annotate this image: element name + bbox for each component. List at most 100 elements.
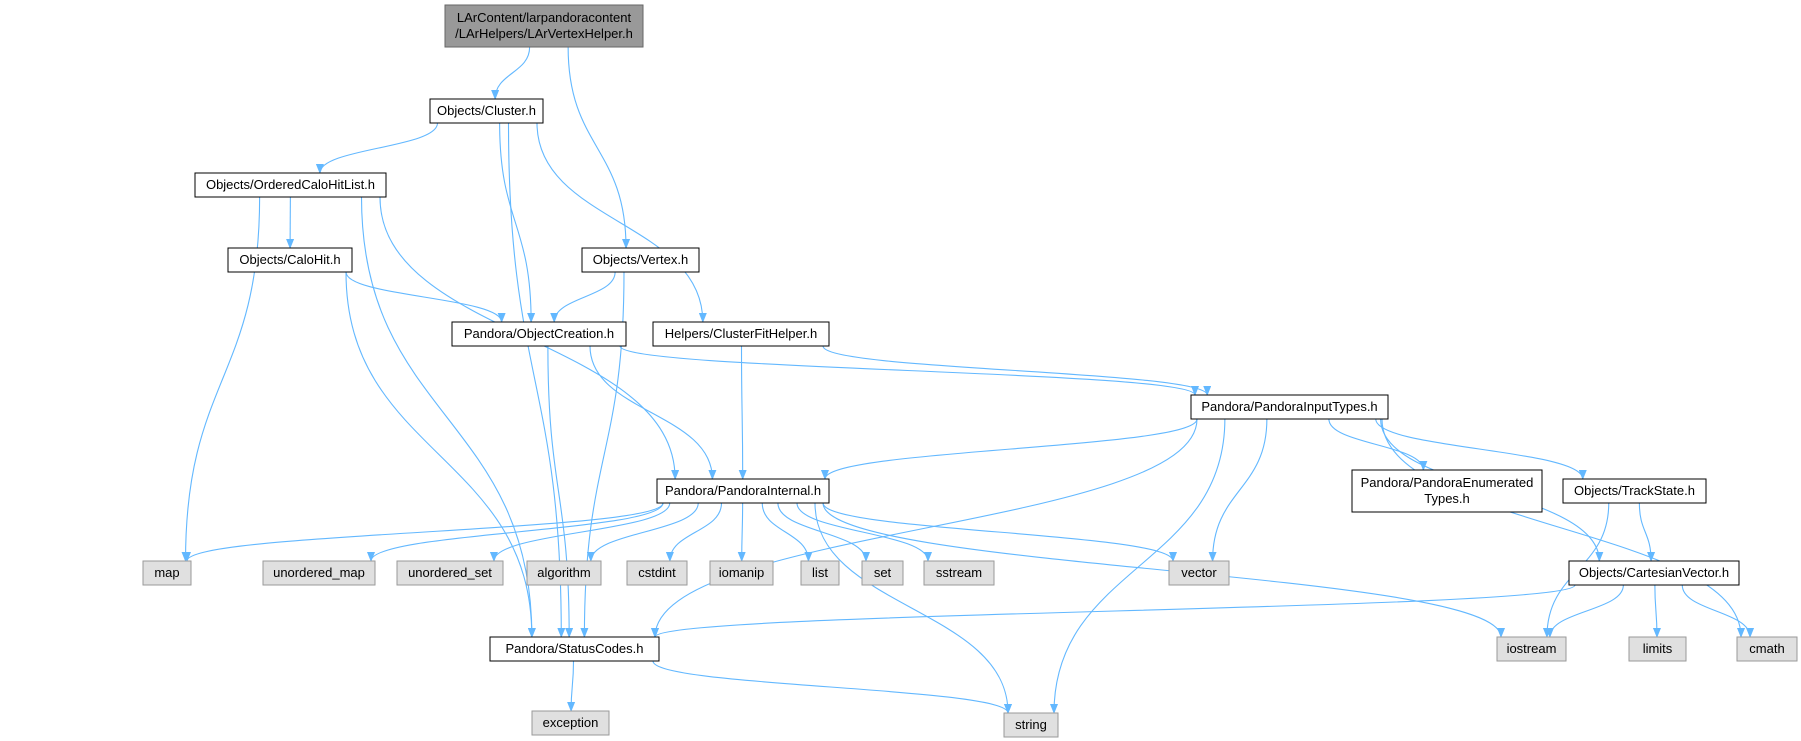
node-label-calohit: Objects/CaloHit.h [239, 252, 340, 267]
edge-cartesian-to-limits [1652, 584, 1661, 638]
edge-inputtypes-to-cmath [1381, 418, 1745, 638]
edge-status-to-string [652, 660, 1012, 714]
edge-internal-to-iomanip [737, 502, 746, 562]
edge-vertex-to-objcreate [550, 271, 616, 323]
node-box-root [444, 4, 644, 48]
node-label-trackstate: Objects/TrackState.h [1574, 483, 1695, 498]
node-box-limits [1628, 636, 1687, 662]
edge-inputtypes-to-internal [821, 418, 1198, 480]
node-label-enumerated: Pandora/PandoraEnumerated [1361, 475, 1534, 490]
node-box-ordered [194, 172, 387, 198]
edge-objcreate-to-status [547, 345, 574, 638]
node-status[interactable]: Pandora/StatusCodes.h [489, 636, 660, 662]
node-root[interactable]: LArContent/larpandoracontent/LArHelpers/… [444, 4, 644, 48]
edge-internal-to-set [777, 502, 870, 562]
node-uset: unordered_set [396, 560, 504, 586]
node-inputtypes[interactable]: Pandora/PandoraInputTypes.h [1190, 394, 1389, 420]
node-clusterfit[interactable]: Helpers/ClusterFitHelper.h [652, 321, 830, 347]
edge-cluster-to-ordered [315, 122, 439, 174]
node-map: map [142, 560, 192, 586]
node-calohit[interactable]: Objects/CaloHit.h [227, 247, 353, 273]
node-box-enumerated [1351, 469, 1543, 513]
edge-calohit-to-objcreate [345, 271, 506, 323]
node-box-inputtypes [1190, 394, 1389, 420]
node-box-algorithm [526, 560, 602, 586]
edge-trackstate-to-cartesian [1638, 502, 1656, 562]
node-box-internal [656, 478, 830, 504]
node-exception: exception [531, 710, 610, 736]
edge-cluster-to-clusterfit [536, 122, 707, 323]
node-iomanip: iomanip [709, 560, 774, 586]
node-label-enumerated: Types.h [1424, 491, 1470, 506]
edge-calohit-to-status [345, 271, 536, 638]
node-box-vector [1168, 560, 1230, 586]
node-sstream: sstream [923, 560, 995, 586]
node-ordered[interactable]: Objects/OrderedCaloHitList.h [194, 172, 387, 198]
edge-status-to-exception [567, 660, 576, 712]
node-label-objcreate: Pandora/ObjectCreation.h [464, 326, 614, 341]
edge-root-to-vertex [567, 46, 631, 249]
edge-internal-to-vector [822, 502, 1177, 562]
node-box-cstdint [626, 560, 688, 586]
node-set: set [861, 560, 904, 586]
node-label-root: /LArHelpers/LArVertexHelper.h [455, 26, 633, 41]
edge-inputtypes-to-status [651, 418, 1198, 638]
node-box-map [142, 560, 192, 586]
node-label-vector: vector [1181, 565, 1217, 580]
edge-inputtypes-to-string [1050, 418, 1226, 714]
node-box-uset [396, 560, 504, 586]
node-box-trackstate [1562, 478, 1707, 504]
node-label-ordered: Objects/OrderedCaloHitList.h [206, 177, 375, 192]
node-cmath: cmath [1736, 636, 1798, 662]
edge-root-to-cluster [491, 46, 531, 100]
node-internal[interactable]: Pandora/PandoraInternal.h [656, 478, 830, 504]
node-vertex[interactable]: Objects/Vertex.h [581, 247, 700, 273]
node-cartesian[interactable]: Objects/CartesianVector.h [1568, 560, 1740, 586]
edge-internal-to-cstdint [665, 502, 723, 562]
node-label-root: LArContent/larpandoracontent [457, 10, 632, 25]
node-label-internal: Pandora/PandoraInternal.h [665, 483, 821, 498]
node-box-iomanip [709, 560, 774, 586]
edge-internal-to-sstream [796, 502, 932, 562]
node-label-umap: unordered_map [273, 565, 365, 580]
node-trackstate[interactable]: Objects/TrackState.h [1562, 478, 1707, 504]
node-box-string [1003, 712, 1059, 738]
node-label-set: set [874, 565, 892, 580]
node-box-list [800, 560, 840, 586]
node-box-vertex [581, 247, 700, 273]
edge-clusterfit-to-internal [738, 345, 747, 480]
node-objcreate[interactable]: Pandora/ObjectCreation.h [451, 321, 627, 347]
node-umap: unordered_map [262, 560, 376, 586]
edge-objcreate-to-internal [589, 345, 717, 480]
edge-inputtypes-to-vector [1208, 418, 1268, 562]
node-box-status [489, 636, 660, 662]
node-box-calohit [227, 247, 353, 273]
node-label-vertex: Objects/Vertex.h [593, 252, 688, 267]
node-cluster[interactable]: Objects/Cluster.h [429, 98, 544, 124]
edge-internal-to-uset [490, 502, 671, 562]
node-box-iostream [1496, 636, 1567, 662]
edge-internal-to-algorithm [586, 502, 699, 562]
node-vector: vector [1168, 560, 1230, 586]
node-label-status: Pandora/StatusCodes.h [505, 641, 643, 656]
node-string: string [1003, 712, 1059, 738]
node-iostream: iostream [1496, 636, 1567, 662]
node-box-objcreate [451, 321, 627, 347]
node-list: list [800, 560, 840, 586]
node-label-iostream: iostream [1507, 641, 1557, 656]
node-box-exception [531, 710, 610, 736]
node-cstdint: cstdint [626, 560, 688, 586]
edge-internal-to-map [183, 502, 664, 562]
edge-cluster-to-objcreate [499, 122, 536, 323]
node-label-iomanip: iomanip [719, 565, 765, 580]
node-label-sstream: sstream [936, 565, 982, 580]
node-label-cstdint: cstdint [638, 565, 676, 580]
edge-internal-to-iostream [822, 502, 1505, 638]
node-box-cluster [429, 98, 544, 124]
edge-cartesian-to-status [651, 584, 1576, 638]
node-label-string: string [1015, 717, 1047, 732]
edge-cluster-to-status [507, 122, 566, 638]
edge-cartesian-to-cmath [1681, 584, 1755, 638]
